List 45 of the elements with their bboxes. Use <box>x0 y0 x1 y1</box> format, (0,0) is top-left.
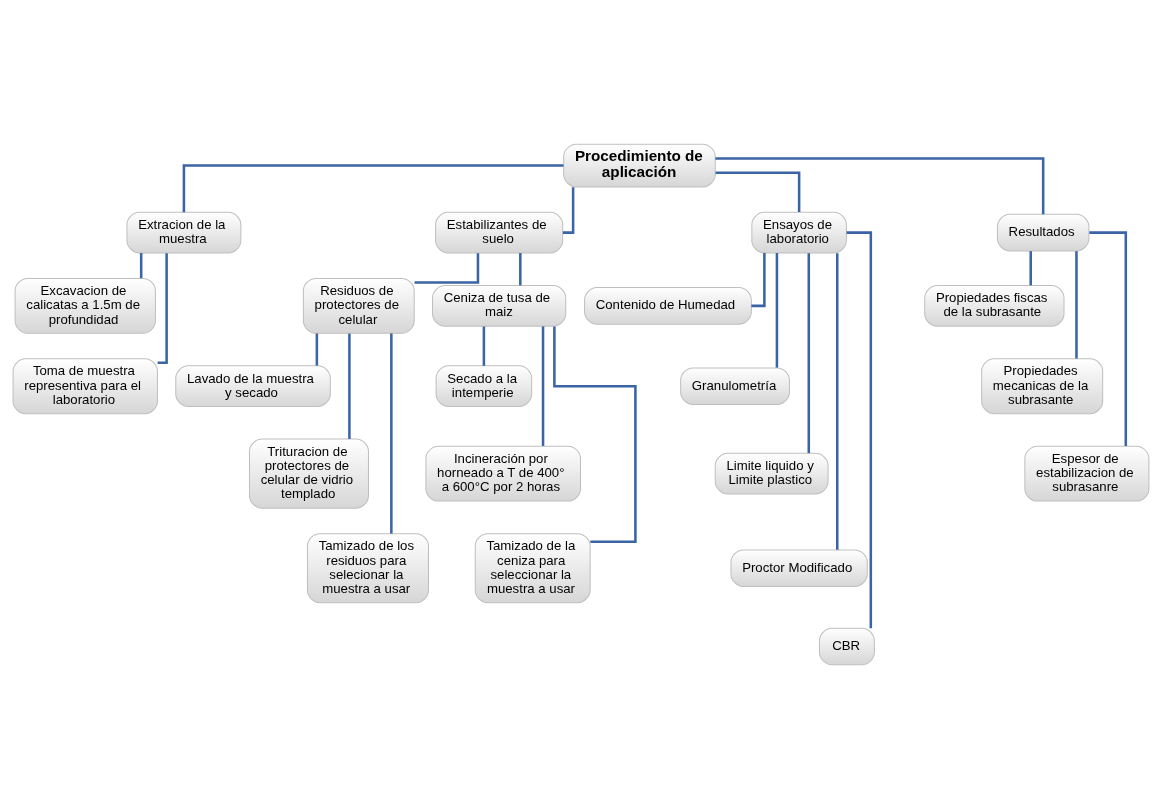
connector <box>714 157 1044 215</box>
connector <box>157 253 168 365</box>
connector <box>182 164 563 213</box>
connector <box>347 333 351 439</box>
connector <box>139 253 142 279</box>
node-box: Excavacion de calicatas a 1.5m de profundidad <box>14 277 156 334</box>
connector <box>807 253 810 454</box>
connector <box>775 253 778 368</box>
connector <box>1088 231 1127 446</box>
node-box: Estabilizantes de suelo <box>434 211 563 254</box>
connector <box>1028 251 1032 286</box>
node-box: Ensayos de laboratorio <box>750 211 847 254</box>
connector <box>315 333 318 366</box>
connector <box>715 171 800 212</box>
connector <box>414 253 479 284</box>
connector <box>835 253 839 550</box>
node-box: Contenido de Humedad <box>583 287 752 325</box>
node-box: Procedimiento de aplicación <box>562 143 716 188</box>
connector <box>389 333 393 534</box>
node-box: Granulometría <box>679 367 790 405</box>
node-box: Lavado de la muestra y secado <box>174 365 331 408</box>
node-box: Tamizado de la ceniza para seleccionar la muestra a usar <box>474 533 591 604</box>
connector <box>552 326 637 544</box>
node-box: Propiedades fiscas de la subrasante <box>923 285 1065 327</box>
connector <box>750 253 766 308</box>
node-box: Toma de muestra representiva para el laboratorio <box>12 358 158 415</box>
connector <box>482 326 485 366</box>
node-box: Extracion de la muestra <box>125 211 241 254</box>
node-box: Residuos de protectores de celular <box>302 277 415 334</box>
connector <box>541 326 544 446</box>
node-box: Trituracion de protectores de celular de vidrio templado <box>248 438 369 509</box>
node-box: Limite liquido y Limite plastico <box>714 452 829 495</box>
node-box: Espesor de estabilizacion de subrasanre <box>1023 445 1149 502</box>
node-box: Propiedades mecanicas de la subrasante <box>980 358 1103 415</box>
connector <box>846 231 872 629</box>
node-box: Ceniza de tusa de maiz <box>431 285 566 327</box>
connector <box>518 253 522 286</box>
node-box: Tamizado de los residuos para selecionar la muestra a usar <box>306 533 429 604</box>
node-box: Resultados <box>996 213 1089 252</box>
node-box: Proctor Modificado <box>730 549 868 588</box>
connector <box>562 187 574 234</box>
node-box: Secado a la intemperie <box>435 365 532 408</box>
connector <box>1074 251 1078 359</box>
node-box: Incineración por horneado a T de 400° a 600°C por 2 horas <box>424 445 581 502</box>
node-box: CBR <box>818 627 875 666</box>
